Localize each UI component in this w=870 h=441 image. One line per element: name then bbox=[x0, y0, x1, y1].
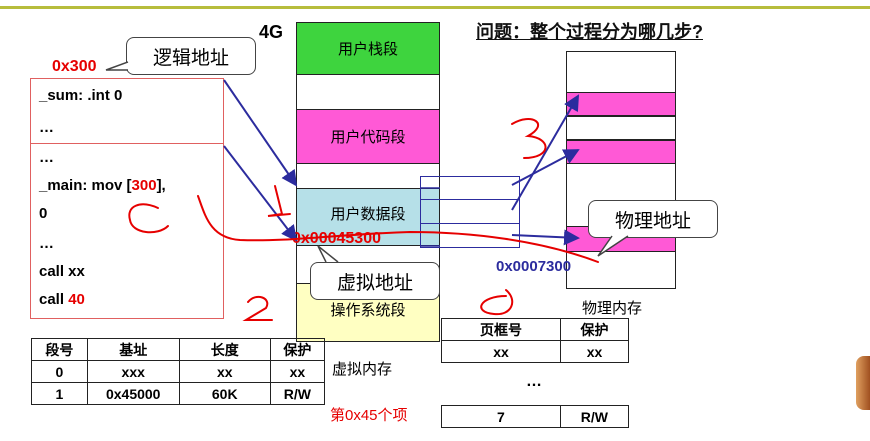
physical-address-value: 0x0007300 bbox=[496, 258, 572, 275]
table-header-cell: 长度 bbox=[178, 338, 271, 361]
bubble-tail bbox=[105, 61, 129, 71]
handwritten-steps bbox=[128, 118, 599, 321]
table-cell: R/W bbox=[559, 405, 630, 428]
logical-address-label: 逻辑地址 bbox=[152, 47, 229, 69]
entry-note: 第0x45个项 bbox=[330, 407, 408, 424]
page-mapping-box bbox=[420, 176, 520, 248]
bubble-tail bbox=[597, 235, 629, 257]
physical-address-label: 物理地址 bbox=[614, 210, 691, 232]
table-cell: R/W bbox=[269, 382, 326, 405]
mapping-arrow bbox=[223, 145, 298, 242]
handwritten-stroke bbox=[197, 195, 599, 263]
handwritten-3 bbox=[511, 118, 547, 159]
physical-frame bbox=[567, 116, 675, 140]
mapping-arrow bbox=[511, 149, 580, 186]
table-cell: xx bbox=[560, 340, 629, 363]
table-row: 0 xxx xx xx bbox=[31, 360, 326, 383]
virtual-address-label: 虚拟地址 bbox=[336, 272, 413, 294]
table-row: xx xx bbox=[441, 340, 629, 363]
page-table-ellipsis: … bbox=[526, 373, 542, 390]
code-line-sum: _sum: .int 0 bbox=[39, 87, 123, 104]
address-0x300: 0x300 bbox=[52, 58, 97, 75]
code-line-call-40: call 40 bbox=[39, 291, 85, 308]
page-table: 页框号 保护 xx xx bbox=[441, 318, 629, 363]
segment-table: 段号 基址 长度 保护 0 xxx xx xx 1 0x45000 60K R/… bbox=[31, 338, 326, 405]
table-cell: xx bbox=[441, 340, 561, 363]
page-table-last: 7 R/W bbox=[441, 405, 630, 428]
handwritten-4 bbox=[480, 289, 514, 316]
handwritten-2 bbox=[242, 295, 273, 321]
handwritten-5 bbox=[128, 203, 169, 234]
code-line-call-xx: call xx bbox=[39, 263, 85, 280]
mapping-arrow bbox=[511, 94, 580, 211]
table-cell: 1 bbox=[31, 382, 88, 405]
code-separator bbox=[31, 143, 223, 144]
edge-photo-fragment bbox=[856, 356, 870, 410]
slide-title: 问题：整个过程分为哪几步? bbox=[476, 22, 703, 42]
virtual-address-bubble: 虚拟地址 bbox=[310, 262, 440, 300]
mapping-arrow bbox=[223, 79, 298, 187]
table-header-row: 段号 基址 长度 保护 bbox=[31, 338, 326, 361]
virtual-memory-label: 虚拟内存 bbox=[332, 361, 393, 378]
physical-memory-label: 物理内存 bbox=[582, 300, 643, 317]
table-row: 1 0x45000 60K R/W bbox=[31, 382, 326, 405]
physical-frame bbox=[567, 140, 675, 164]
logical-address-bubble: 逻辑地址 bbox=[126, 37, 256, 75]
code-box: _sum: .int 0 … … _main: mov [300], 0 … c… bbox=[30, 78, 224, 319]
label-4g: 4G bbox=[259, 22, 284, 42]
segment-user-stack: 用户栈段 bbox=[296, 22, 440, 75]
table-row: 7 R/W bbox=[441, 405, 630, 428]
bubble-tail bbox=[317, 245, 339, 263]
table-cell: 60K bbox=[178, 382, 271, 405]
segment-user-code: 用户代码段 bbox=[296, 109, 440, 164]
physical-address-bubble: 物理地址 bbox=[588, 200, 718, 238]
code-line-ellipsis: … bbox=[39, 119, 54, 136]
code-line-ellipsis-3: … bbox=[39, 235, 54, 252]
code-line-zero: 0 bbox=[39, 205, 48, 222]
code-line-main: _main: mov [300], bbox=[39, 177, 166, 194]
top-rule bbox=[0, 6, 870, 9]
mapping-arrow bbox=[511, 229, 580, 246]
handwritten-1 bbox=[267, 185, 291, 217]
code-line-ellipsis-2: … bbox=[39, 149, 54, 166]
physical-frame bbox=[567, 92, 675, 116]
